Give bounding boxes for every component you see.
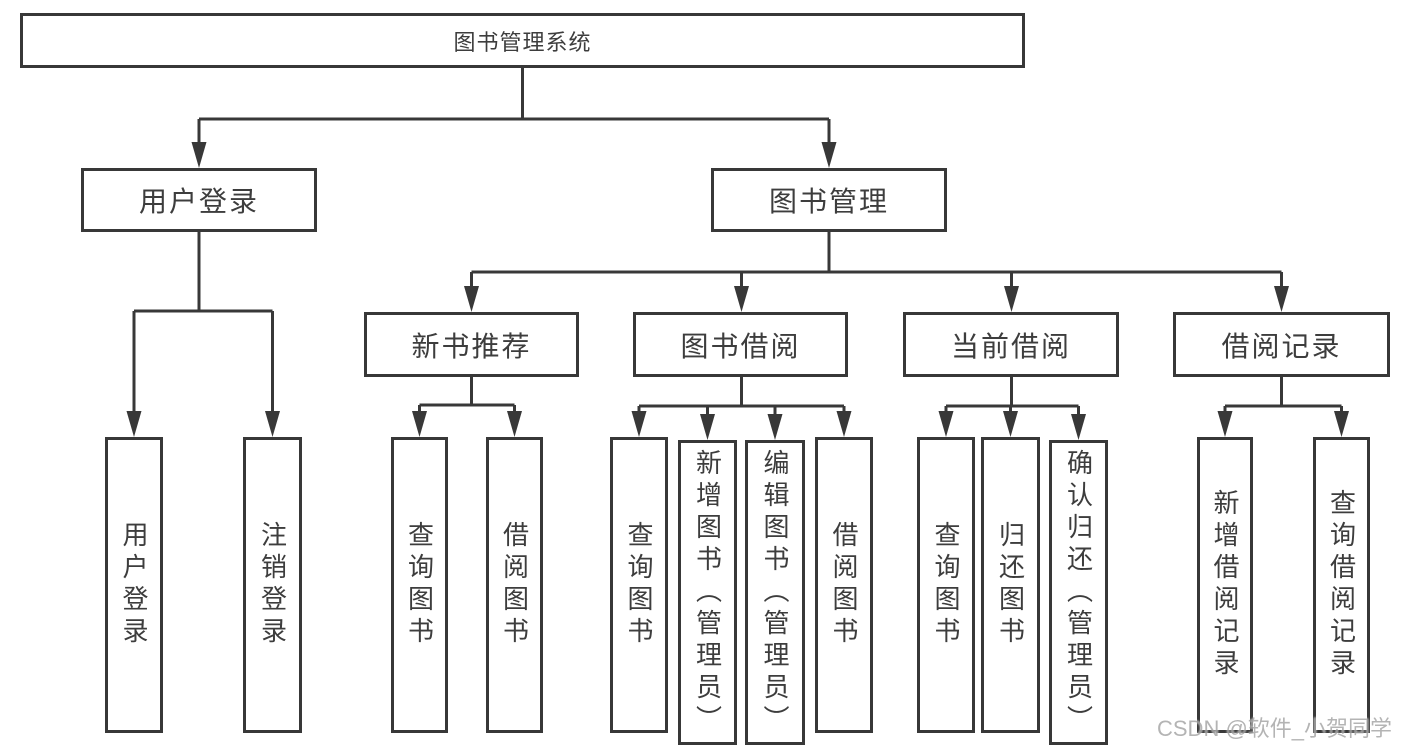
- leaf-borrow-book-2: 借阅图书: [815, 437, 873, 733]
- node-label: 用户登录: [119, 521, 149, 649]
- arrowhead: [734, 286, 749, 312]
- connector-user-login-to-leaves: [126, 232, 280, 437]
- node-label: 用户登录: [138, 186, 259, 217]
- arrowhead: [126, 411, 142, 437]
- node-label: 查询借阅记录: [1326, 489, 1357, 681]
- arrowhead: [938, 411, 954, 437]
- leaf-query-book-1: 查询图书: [391, 437, 448, 733]
- connector-book-management-to-level3: [464, 232, 1289, 312]
- leaf-query-borrow-record: 查询借阅记录: [1313, 437, 1370, 733]
- leaf-user-login: 用户登录: [105, 437, 163, 733]
- node-label: 当前借阅: [950, 330, 1071, 362]
- connector-book-borrow-to-leaves: [631, 377, 852, 440]
- leaf-query-book-3: 查询图书: [917, 437, 975, 733]
- connector-new-book-recommend-to-leaves: [412, 377, 522, 437]
- node-label: 确认归还（管理员）: [1063, 448, 1094, 737]
- node-label: 图书借阅: [680, 330, 801, 362]
- connector-root-to-level2: [191, 68, 837, 168]
- node-current-borrow: 当前借阅: [903, 312, 1119, 377]
- leaf-logout-login: 注销登录: [243, 437, 302, 733]
- leaf-return-book: 归还图书: [981, 437, 1040, 733]
- csdn-watermark: CSDN @软件_小贺同学: [1157, 716, 1393, 741]
- arrowhead: [191, 142, 207, 168]
- arrowhead: [412, 411, 427, 437]
- arrowhead: [1004, 286, 1019, 312]
- node-label: 查询图书: [931, 521, 961, 649]
- node-user-login: 用户登录: [81, 168, 317, 232]
- leaf-borrow-book-1: 借阅图书: [486, 437, 543, 733]
- arrowhead: [1003, 411, 1018, 437]
- arrowhead: [821, 142, 837, 168]
- arrowhead: [507, 411, 522, 437]
- arrowhead: [1217, 411, 1233, 437]
- arrowhead: [1274, 286, 1289, 312]
- arrowhead: [464, 286, 479, 312]
- node-label: 图书管理系统: [453, 29, 592, 55]
- leaf-add-borrow-record: 新增借阅记录: [1197, 437, 1253, 733]
- node-label: 新书推荐: [411, 330, 532, 362]
- node-label: 查询图书: [404, 521, 435, 649]
- leaf-query-book-2: 查询图书: [610, 437, 668, 733]
- arrowhead: [700, 414, 715, 440]
- leaf-edit-book-admin: 编辑图书（管理员）: [745, 440, 805, 745]
- arrowhead: [1071, 414, 1086, 440]
- connector-current-borrow-to-leaves: [938, 377, 1086, 440]
- arrowhead: [631, 411, 647, 437]
- node-label: 注销登录: [257, 521, 288, 649]
- leaf-add-book-admin: 新增图书（管理员）: [678, 440, 737, 745]
- arrowhead: [1334, 411, 1349, 437]
- node-label: 图书管理: [768, 186, 889, 217]
- leaf-confirm-return-admin: 确认归还（管理员）: [1049, 440, 1108, 745]
- node-label: 查询图书: [624, 521, 654, 649]
- node-label: 借阅图书: [829, 521, 859, 649]
- connector-borrow-records-to-leaves: [1217, 377, 1349, 437]
- arrowhead: [265, 411, 280, 437]
- node-library-management-system: 图书管理系统: [20, 13, 1025, 68]
- node-label: 编辑图书（管理员）: [760, 448, 790, 737]
- node-label: 借阅图书: [499, 521, 530, 649]
- node-label: 新增借阅记录: [1210, 489, 1240, 681]
- node-label: 新增图书（管理员）: [692, 448, 723, 737]
- node-borrow-records: 借阅记录: [1173, 312, 1390, 377]
- node-label: 归还图书: [995, 521, 1026, 649]
- arrowhead: [836, 411, 852, 437]
- node-book-management: 图书管理: [711, 168, 947, 232]
- node-new-book-recommend: 新书推荐: [364, 312, 579, 377]
- node-label: 借阅记录: [1221, 330, 1342, 362]
- arrowhead: [767, 414, 783, 440]
- node-book-borrow: 图书借阅: [633, 312, 848, 377]
